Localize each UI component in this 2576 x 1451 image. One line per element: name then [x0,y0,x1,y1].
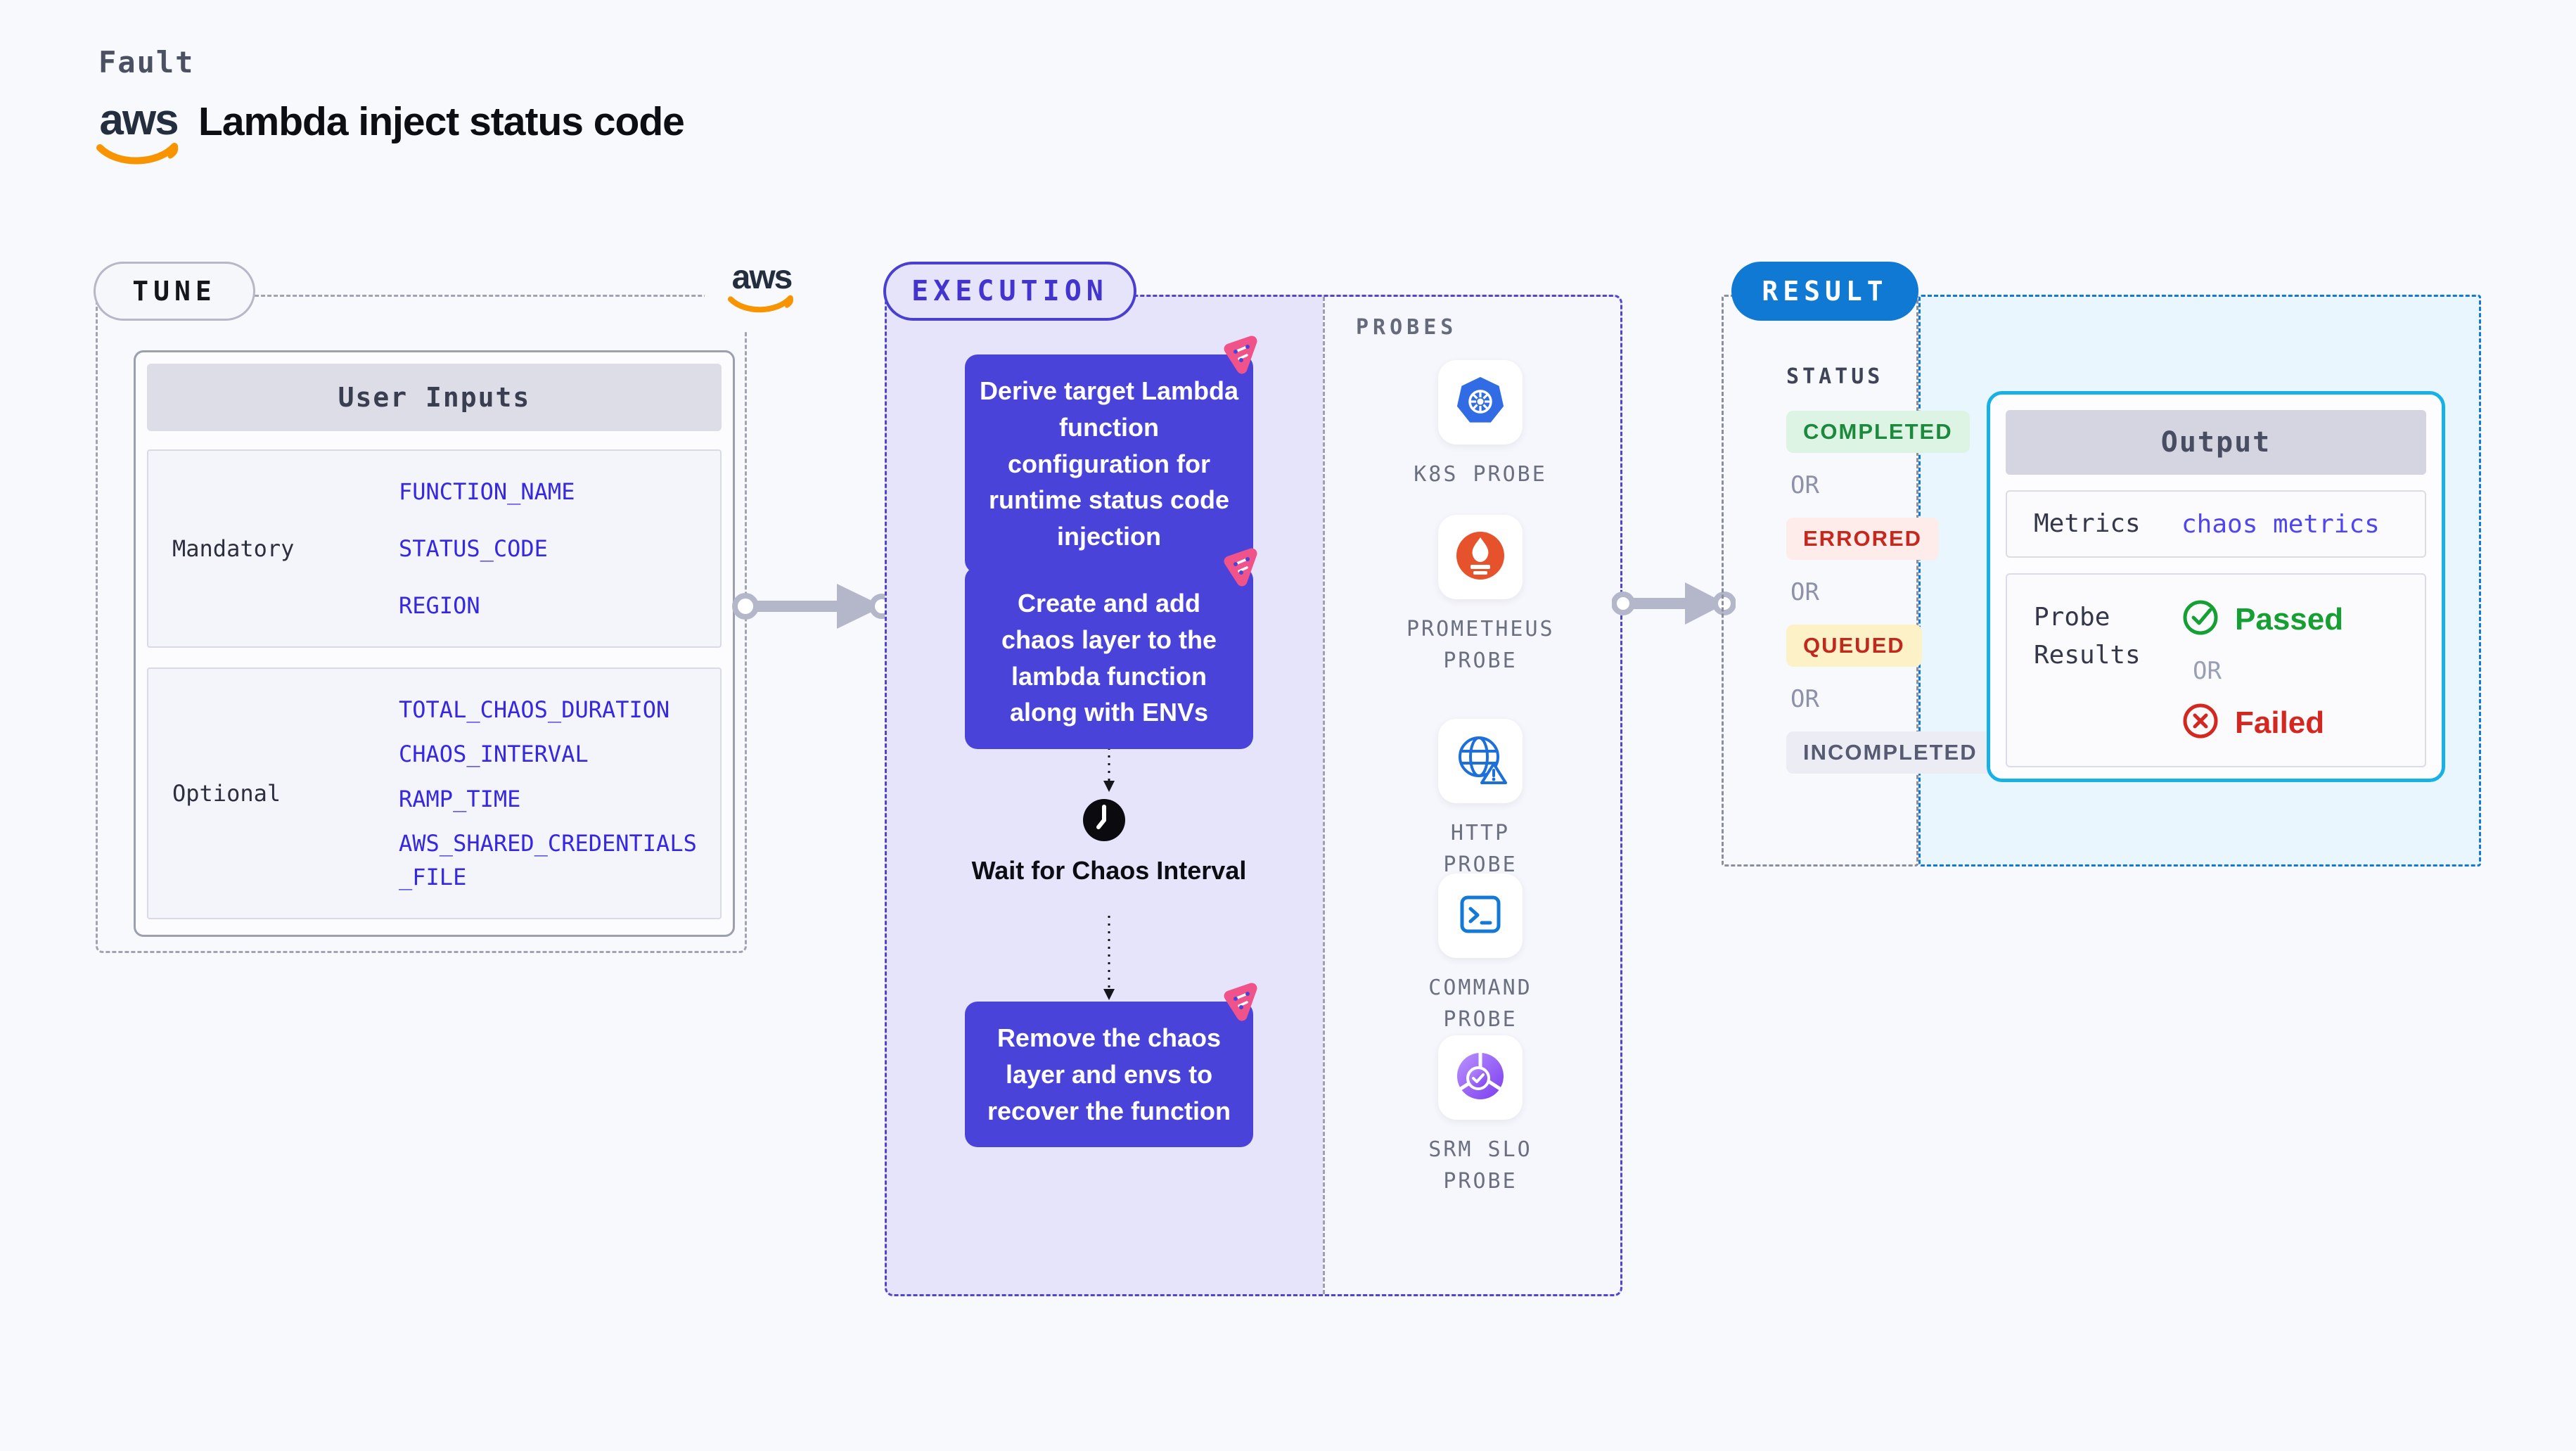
aws-smile-icon [726,295,797,320]
input-value: FUNCTION_NAME [399,478,575,505]
input-value: STATUS_CODE [399,535,548,562]
prometheus-icon [1454,529,1507,586]
execution-to-result-arrow [1611,574,1736,637]
probes-heading: PROBES [1356,315,1458,340]
user-inputs-card: User Inputs Mandatory FUNCTION_NAME STAT… [134,350,735,937]
aws-logo-text: aws [99,96,179,144]
metrics-label: Metrics [2034,509,2141,538]
passed-line: Passed [2181,599,2398,640]
failed-label: Failed [2235,705,2325,740]
aws-logo-text: aws [731,259,793,296]
metrics-row: Metrics chaos metrics [2006,490,2426,558]
aws-logo: aws [96,98,181,173]
tune-section-box [96,295,747,953]
chaos-experiment-icon [1218,546,1262,589]
step-text: Derive target Lambda function configurat… [979,376,1239,551]
srm-slo-icon [1454,1049,1507,1106]
terminal-icon [1454,888,1507,945]
clock-icon [1082,798,1127,843]
output-card: Output Metrics chaos metrics Probe Resul… [1987,391,2445,782]
metrics-value: chaos metrics [2181,509,2380,539]
failed-line: Failed [2181,702,2398,743]
http-globe-icon [1454,733,1507,790]
kubernetes-icon [1454,374,1507,431]
probe-card-http [1438,719,1523,803]
probe-card-command [1438,874,1523,958]
execution-pill: EXECUTION [883,262,1136,321]
check-circle-icon [2181,599,2219,640]
probe-results-label: Probe Results [2034,603,2141,670]
chaos-experiment-icon [1218,333,1262,377]
passed-label: Passed [2235,601,2344,637]
tune-pill: TUNE [94,262,255,321]
execution-step: Derive target Lambda function configurat… [965,335,1257,574]
user-inputs-header: User Inputs [147,364,722,431]
mandatory-inputs-row: Mandatory FUNCTION_NAME STATUS_CODE REGI… [147,449,722,648]
status-column: COMPLETED OR ERRORED OR QUEUED OR INCOMP… [1786,411,1994,774]
tune-aws-logo: aws [705,249,819,332]
probe-label: HTTP PROBE [1443,821,1518,877]
status-badge: COMPLETED [1786,411,1970,453]
optional-label: Optional [172,780,281,807]
probe-label: SRM SLO PROBE [1428,1137,1532,1194]
probe-label: PROMETHEUS PROBE [1406,617,1555,673]
status-badge: ERRORED [1786,518,1940,560]
input-value: AWS_SHARED_CREDENTIALS_FILE [399,829,697,890]
step-text: Create and add chaos layer to the lambda… [1001,589,1217,727]
status-badge: INCOMPLETED [1786,731,1994,774]
x-circle-icon [2181,702,2219,743]
status-heading: STATUS [1786,364,1884,389]
page-title: Lambda inject status code [198,99,685,144]
or-separator: OR [2193,657,2222,685]
input-value: TOTAL_CHAOS_DURATION [399,696,670,723]
flow-arrow-down-icon [1098,916,1120,1004]
status-badge: QUEUED [1786,625,1922,667]
fault-eyebrow: Fault [98,45,195,79]
input-value: RAMP_TIME [399,785,521,812]
or-separator: OR [1790,685,1819,713]
probe-label: K8S PROBE [1414,462,1547,487]
step-text: Remove the chaos layer and envs to recov… [987,1023,1231,1125]
result-pill: RESULT [1731,262,1918,321]
aws-smile-icon [96,142,181,173]
mandatory-label: Mandatory [172,535,295,562]
probe-label: COMMAND PROBE [1428,976,1532,1032]
or-separator: OR [1790,471,1819,499]
execution-step: Create and add chaos layer to the lambda… [965,548,1257,750]
probe-card-k8s [1438,360,1523,445]
output-header: Output [2006,410,2426,475]
tune-to-execution-arrow [731,577,895,639]
chaos-experiment-icon [1218,980,1262,1024]
probe-card-srm-slo [1438,1035,1523,1120]
probe-card-prometheus [1438,515,1523,599]
input-value: REGION [399,592,480,619]
wait-for-chaos-label: Wait for Chaos Interval [971,856,1247,885]
input-value: CHAOS_INTERVAL [399,741,589,768]
or-separator: OR [1790,578,1819,606]
probe-results-row: Probe Results Passed OR [2006,573,2426,767]
optional-inputs-row: Optional TOTAL_CHAOS_DURATION CHAOS_INTE… [147,667,722,919]
execution-step: Remove the chaos layer and envs to recov… [965,983,1257,1148]
